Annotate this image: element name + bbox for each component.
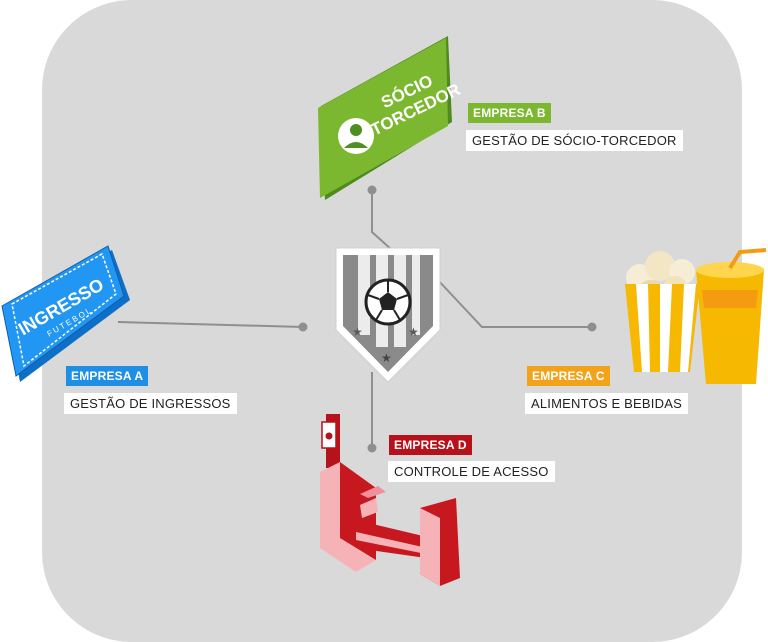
connector-to-c [435, 277, 592, 328]
member-card-icon: SÓCIO TORCEDOR [318, 36, 463, 200]
company-d-role: CONTROLE DE ACESSO [388, 461, 555, 482]
company-a-role: GESTÃO DE INGRESSOS [64, 393, 237, 414]
ticket-icon: INGRESSO FUTEBOL [1, 245, 130, 382]
company-c-badge: EMPRESA C [527, 366, 610, 386]
connector-to-a [117, 321, 304, 328]
turnstile-icon [320, 414, 460, 586]
company-b-badge: EMPRESA B [468, 103, 551, 123]
svg-text:★: ★ [352, 325, 363, 339]
connector-dot-d [367, 443, 377, 453]
company-b-role: GESTÃO DE SÓCIO-TORCEDOR [466, 130, 683, 151]
company-d-badge: EMPRESA D [389, 435, 472, 455]
connector-dot-a [298, 322, 308, 332]
svg-text:★: ★ [408, 325, 419, 339]
company-a-badge: EMPRESA A [66, 366, 149, 386]
company-c-role: ALIMENTOS E BEBIDAS [525, 393, 688, 414]
popcorn-drink-icon [625, 248, 767, 384]
connector-to-b [371, 190, 393, 251]
connector-dot-c [587, 322, 597, 332]
svg-text:★: ★ [381, 351, 392, 365]
connector-dot-b [367, 185, 377, 195]
connector-lines [117, 190, 592, 448]
soccer-shield-icon: ★ ★ ★ [335, 247, 441, 383]
